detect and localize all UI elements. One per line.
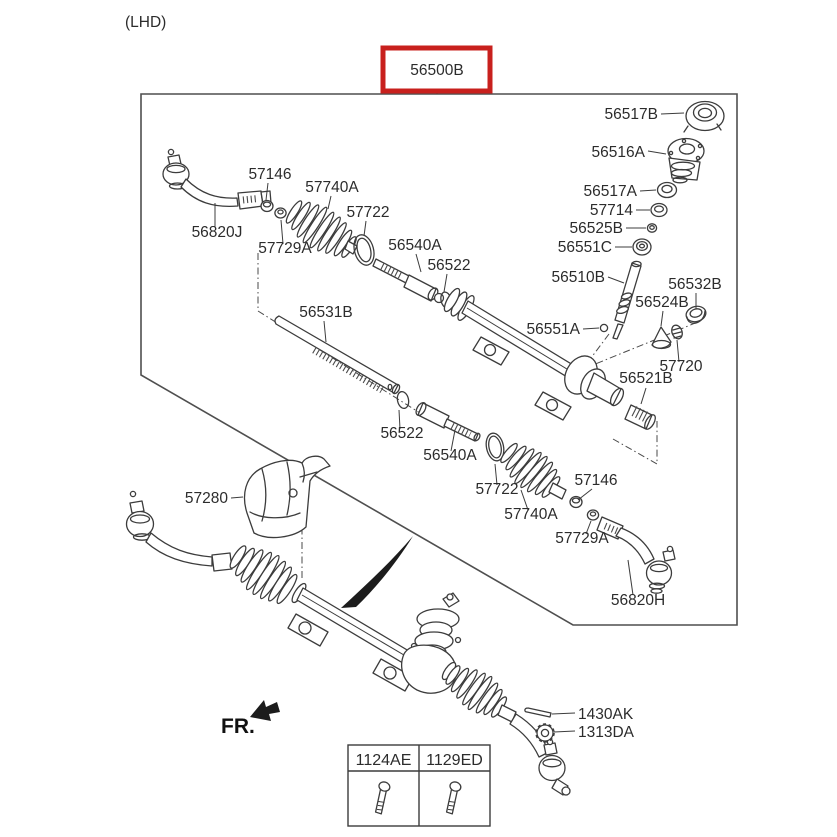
part-label-57729A-upper[interactable]: 57729A — [258, 240, 312, 257]
part-label-56510B[interactable]: 56510B — [552, 269, 605, 286]
part-label-1313DA[interactable]: 1313DA — [578, 724, 635, 741]
part-spring-57720 — [671, 324, 683, 340]
part-tie-rod-end-56820H — [596, 516, 676, 594]
part-yoke-plug-56521B — [624, 404, 656, 430]
part-label-56516A[interactable]: 56516A — [592, 144, 646, 161]
alignment-line — [582, 320, 701, 370]
part-label-57740A-upper[interactable]: 57740A — [305, 179, 359, 196]
part-label-56551A[interactable]: 56551A — [527, 321, 581, 338]
castle-nut-1313DA-icon — [535, 723, 555, 743]
direction-swoosh — [341, 536, 413, 608]
leader-lines — [214, 112, 697, 733]
part-oring-56525B — [646, 223, 658, 233]
part-label-56525B[interactable]: 56525B — [570, 220, 623, 237]
cotter-pin-1430AK-icon — [524, 707, 552, 718]
part-clamp-57722-upper — [353, 234, 375, 266]
part-label-56524B[interactable]: 56524B — [635, 294, 688, 311]
part-label-56551C[interactable]: 56551C — [558, 239, 612, 256]
part-label-57280[interactable]: 57280 — [185, 490, 228, 507]
part-bellows-57740A-lower — [500, 442, 567, 500]
part-rack-bar-56531B — [274, 315, 401, 395]
part-inner-tie-rod-56540A-lower — [415, 401, 481, 442]
part-washer-57729A-lower — [586, 509, 600, 521]
diagram-line-art — [125, 100, 725, 796]
part-label-56532B[interactable]: 56532B — [668, 276, 721, 293]
part-cap-56532B — [685, 305, 707, 324]
part-labels: 56517B 56516A 56517A 57714 56525B 56551C… — [185, 106, 722, 609]
highlight-box — [380, 45, 493, 94]
fr-arrow-icon — [250, 700, 280, 721]
part-tie-rod-end-56820J — [162, 148, 272, 210]
part-washer-57714 — [650, 202, 668, 218]
part-bellows-57740A-upper — [285, 200, 358, 258]
part-label-56521B[interactable]: 56521B — [619, 370, 672, 387]
part-label-56820J[interactable]: 56820J — [192, 224, 243, 241]
variant-label: (LHD) — [125, 14, 166, 31]
part-inner-tie-rod-56540A-upper — [372, 258, 445, 304]
part-label-57720[interactable]: 57720 — [659, 358, 702, 375]
part-bearing-56517A — [656, 181, 678, 199]
part-pinion-shaft-56510B — [612, 260, 642, 340]
fr-indicator: FR. — [221, 700, 280, 738]
assembled-steering-gear — [125, 490, 571, 796]
part-label-56500B: 56500B — [410, 62, 463, 79]
part-label-56517A[interactable]: 56517A — [584, 183, 638, 200]
part-clamp-57722-lower — [485, 432, 505, 462]
main-assembly-callout[interactable]: 56500B — [380, 45, 493, 94]
part-mounting-56516A — [667, 137, 705, 184]
table-header-1124AE[interactable]: 1124AE — [356, 752, 412, 769]
part-label-56531B[interactable]: 56531B — [299, 304, 352, 321]
alignment-line — [612, 421, 658, 465]
part-label-57722-upper[interactable]: 57722 — [346, 204, 389, 221]
bolt-icon — [374, 781, 391, 815]
table-header-1129ED[interactable]: 1129ED — [426, 752, 483, 769]
part-nut-57146-upper — [260, 199, 274, 213]
part-label-56540A-lower[interactable]: 56540A — [423, 447, 477, 464]
part-label-57722-lower[interactable]: 57722 — [475, 481, 518, 498]
part-label-57740A-lower[interactable]: 57740A — [504, 506, 558, 523]
part-label-56522-upper[interactable]: 56522 — [427, 257, 470, 274]
alignment-line — [257, 253, 421, 414]
part-ring-56522-lower — [396, 390, 410, 410]
diagram-border — [140, 93, 738, 626]
bolt-icon — [445, 781, 462, 815]
part-washer-57729A-upper — [274, 207, 287, 219]
part-washer-56551C — [632, 238, 652, 256]
part-label-57714[interactable]: 57714 — [590, 202, 633, 219]
bottom-callouts: 1430AK 1313DA — [578, 706, 635, 741]
fr-label: FR. — [221, 715, 255, 738]
part-label-56517B[interactable]: 56517B — [605, 106, 658, 123]
part-label-1430AK[interactable]: 1430AK — [578, 706, 634, 723]
part-ball-56551A — [599, 323, 609, 333]
part-label-57729A-lower[interactable]: 57729A — [555, 530, 609, 547]
part-label-56820H[interactable]: 56820H — [611, 592, 665, 609]
part-label-57146-lower[interactable]: 57146 — [574, 472, 617, 489]
fastener-table: 1124AE 1129ED — [347, 744, 491, 827]
part-label-56522-lower[interactable]: 56522 — [380, 425, 423, 442]
part-label-56540A-upper[interactable]: 56540A — [388, 237, 442, 254]
part-gear-housing — [443, 287, 625, 421]
part-dust-cover-56517B — [683, 100, 725, 133]
part-heat-protector-57280 — [243, 455, 331, 539]
part-plug-56524B — [651, 326, 672, 350]
part-label-57146-upper[interactable]: 57146 — [248, 166, 291, 183]
